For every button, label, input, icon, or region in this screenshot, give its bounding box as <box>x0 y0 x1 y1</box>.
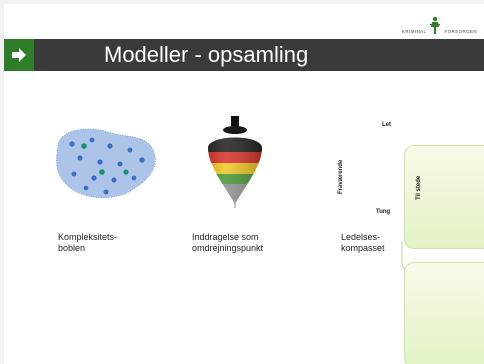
caption-involvement: Inddragelse som omdrejningspunkt <box>192 232 264 253</box>
compass-label-til-stede: Til stede <box>416 175 422 200</box>
compass-label-fravaerende: Fraværende <box>338 159 344 194</box>
kriminalforsorgen-logo: KRIMINAL FORSORGEN <box>402 16 477 34</box>
complexity-bubble-illustration <box>56 128 156 199</box>
logo-text-left: KRIMINAL <box>402 29 427 34</box>
title-arrow-box <box>4 39 34 71</box>
compass-label-tung: Tung <box>376 209 391 215</box>
caption-leadership-compass: Ledelses- kompasset <box>341 232 385 253</box>
right-arrow-icon <box>12 48 26 62</box>
slide: KRIMINAL FORSORGEN Modeller - opsamling <box>4 4 484 364</box>
slide-title: Modeller - opsamling <box>104 42 309 67</box>
compass-label-let: Let <box>382 122 391 128</box>
logo-text-right: FORSORGEN <box>444 29 478 34</box>
compass-box-lower <box>404 262 484 364</box>
caption-complexity-bubble: Kompleksitets- boblen <box>58 232 118 253</box>
spinning-top-illustration <box>208 116 262 208</box>
compass-box-upper <box>404 145 484 249</box>
figure-logo-icon <box>430 16 441 34</box>
title-bar: Modeller - opsamling <box>4 39 484 71</box>
